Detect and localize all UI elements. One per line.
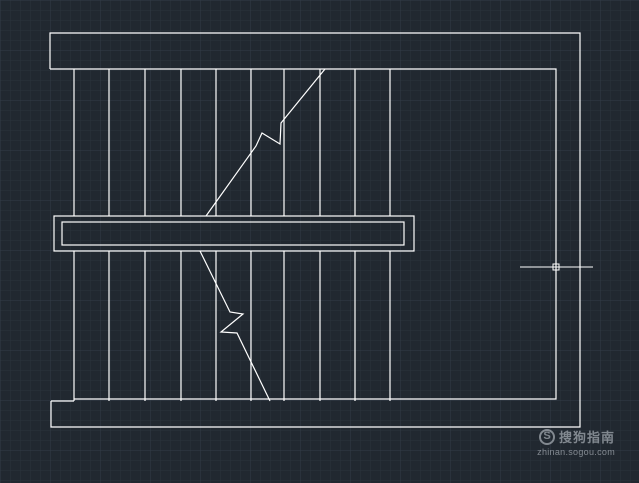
watermark: S 搜狗指南 zhinan.sogou.com xyxy=(537,427,615,457)
handrail-inner xyxy=(61,221,405,246)
sogou-logo-icon: S xyxy=(538,428,555,445)
handrail-outer xyxy=(53,215,415,252)
lower-flight-treads xyxy=(73,251,391,401)
watermark-brand: 搜狗指南 xyxy=(558,430,615,445)
upper-break-line xyxy=(205,68,326,217)
crosshair-cursor xyxy=(520,263,593,271)
lower-break-line xyxy=(199,250,271,402)
watermark-url: zhinan.sogou.com xyxy=(537,447,615,457)
inner-step-boundary xyxy=(74,68,557,400)
watermark-top: S 搜狗指南 xyxy=(538,427,615,446)
outer-wall-upper xyxy=(49,32,581,428)
upper-flight-treads xyxy=(73,69,391,216)
staircase-drawing xyxy=(49,32,581,428)
